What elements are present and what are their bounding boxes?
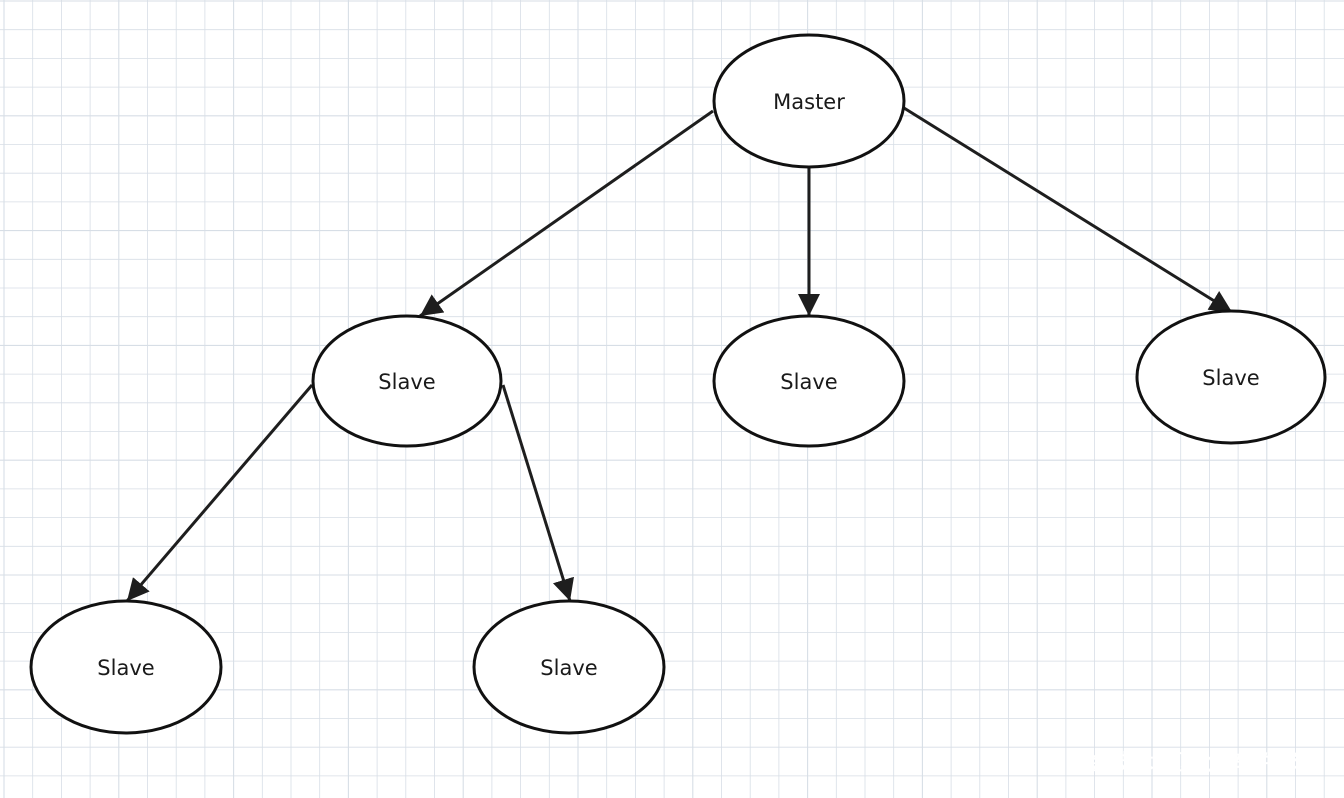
node-slave-2: Slave bbox=[712, 314, 906, 448]
node-label: Slave bbox=[540, 656, 597, 680]
edge-arrow-slave-1-to-slave-4 bbox=[125, 384, 314, 602]
node-ellipse bbox=[712, 314, 906, 448]
node-label: Slave bbox=[1202, 366, 1259, 390]
node-label: Slave bbox=[780, 370, 837, 394]
edge-arrow-master-to-slave-3 bbox=[903, 106, 1233, 314]
node-slave-5: Slave bbox=[472, 599, 666, 735]
node-slave-4: Slave bbox=[29, 599, 223, 735]
node-ellipse bbox=[29, 599, 223, 735]
node-label: Slave bbox=[97, 656, 154, 680]
node-ellipse bbox=[1135, 309, 1327, 445]
node-ellipse bbox=[311, 314, 503, 448]
edge-arrow-slave-1-to-slave-5 bbox=[501, 384, 574, 602]
node-ellipse bbox=[712, 33, 906, 169]
node-slave-1: Slave bbox=[311, 314, 503, 448]
node-label: Slave bbox=[378, 370, 435, 394]
watermark-text: 掘金技术社区 @ 软件求生 bbox=[1066, 751, 1322, 776]
node-label: Master bbox=[773, 90, 845, 114]
node-slave-3: Slave bbox=[1135, 309, 1327, 445]
edge-layer bbox=[125, 106, 1233, 602]
node-ellipse bbox=[472, 599, 666, 735]
edge-arrow-master-to-slave-1 bbox=[419, 109, 714, 318]
node-master: Master bbox=[712, 33, 906, 169]
